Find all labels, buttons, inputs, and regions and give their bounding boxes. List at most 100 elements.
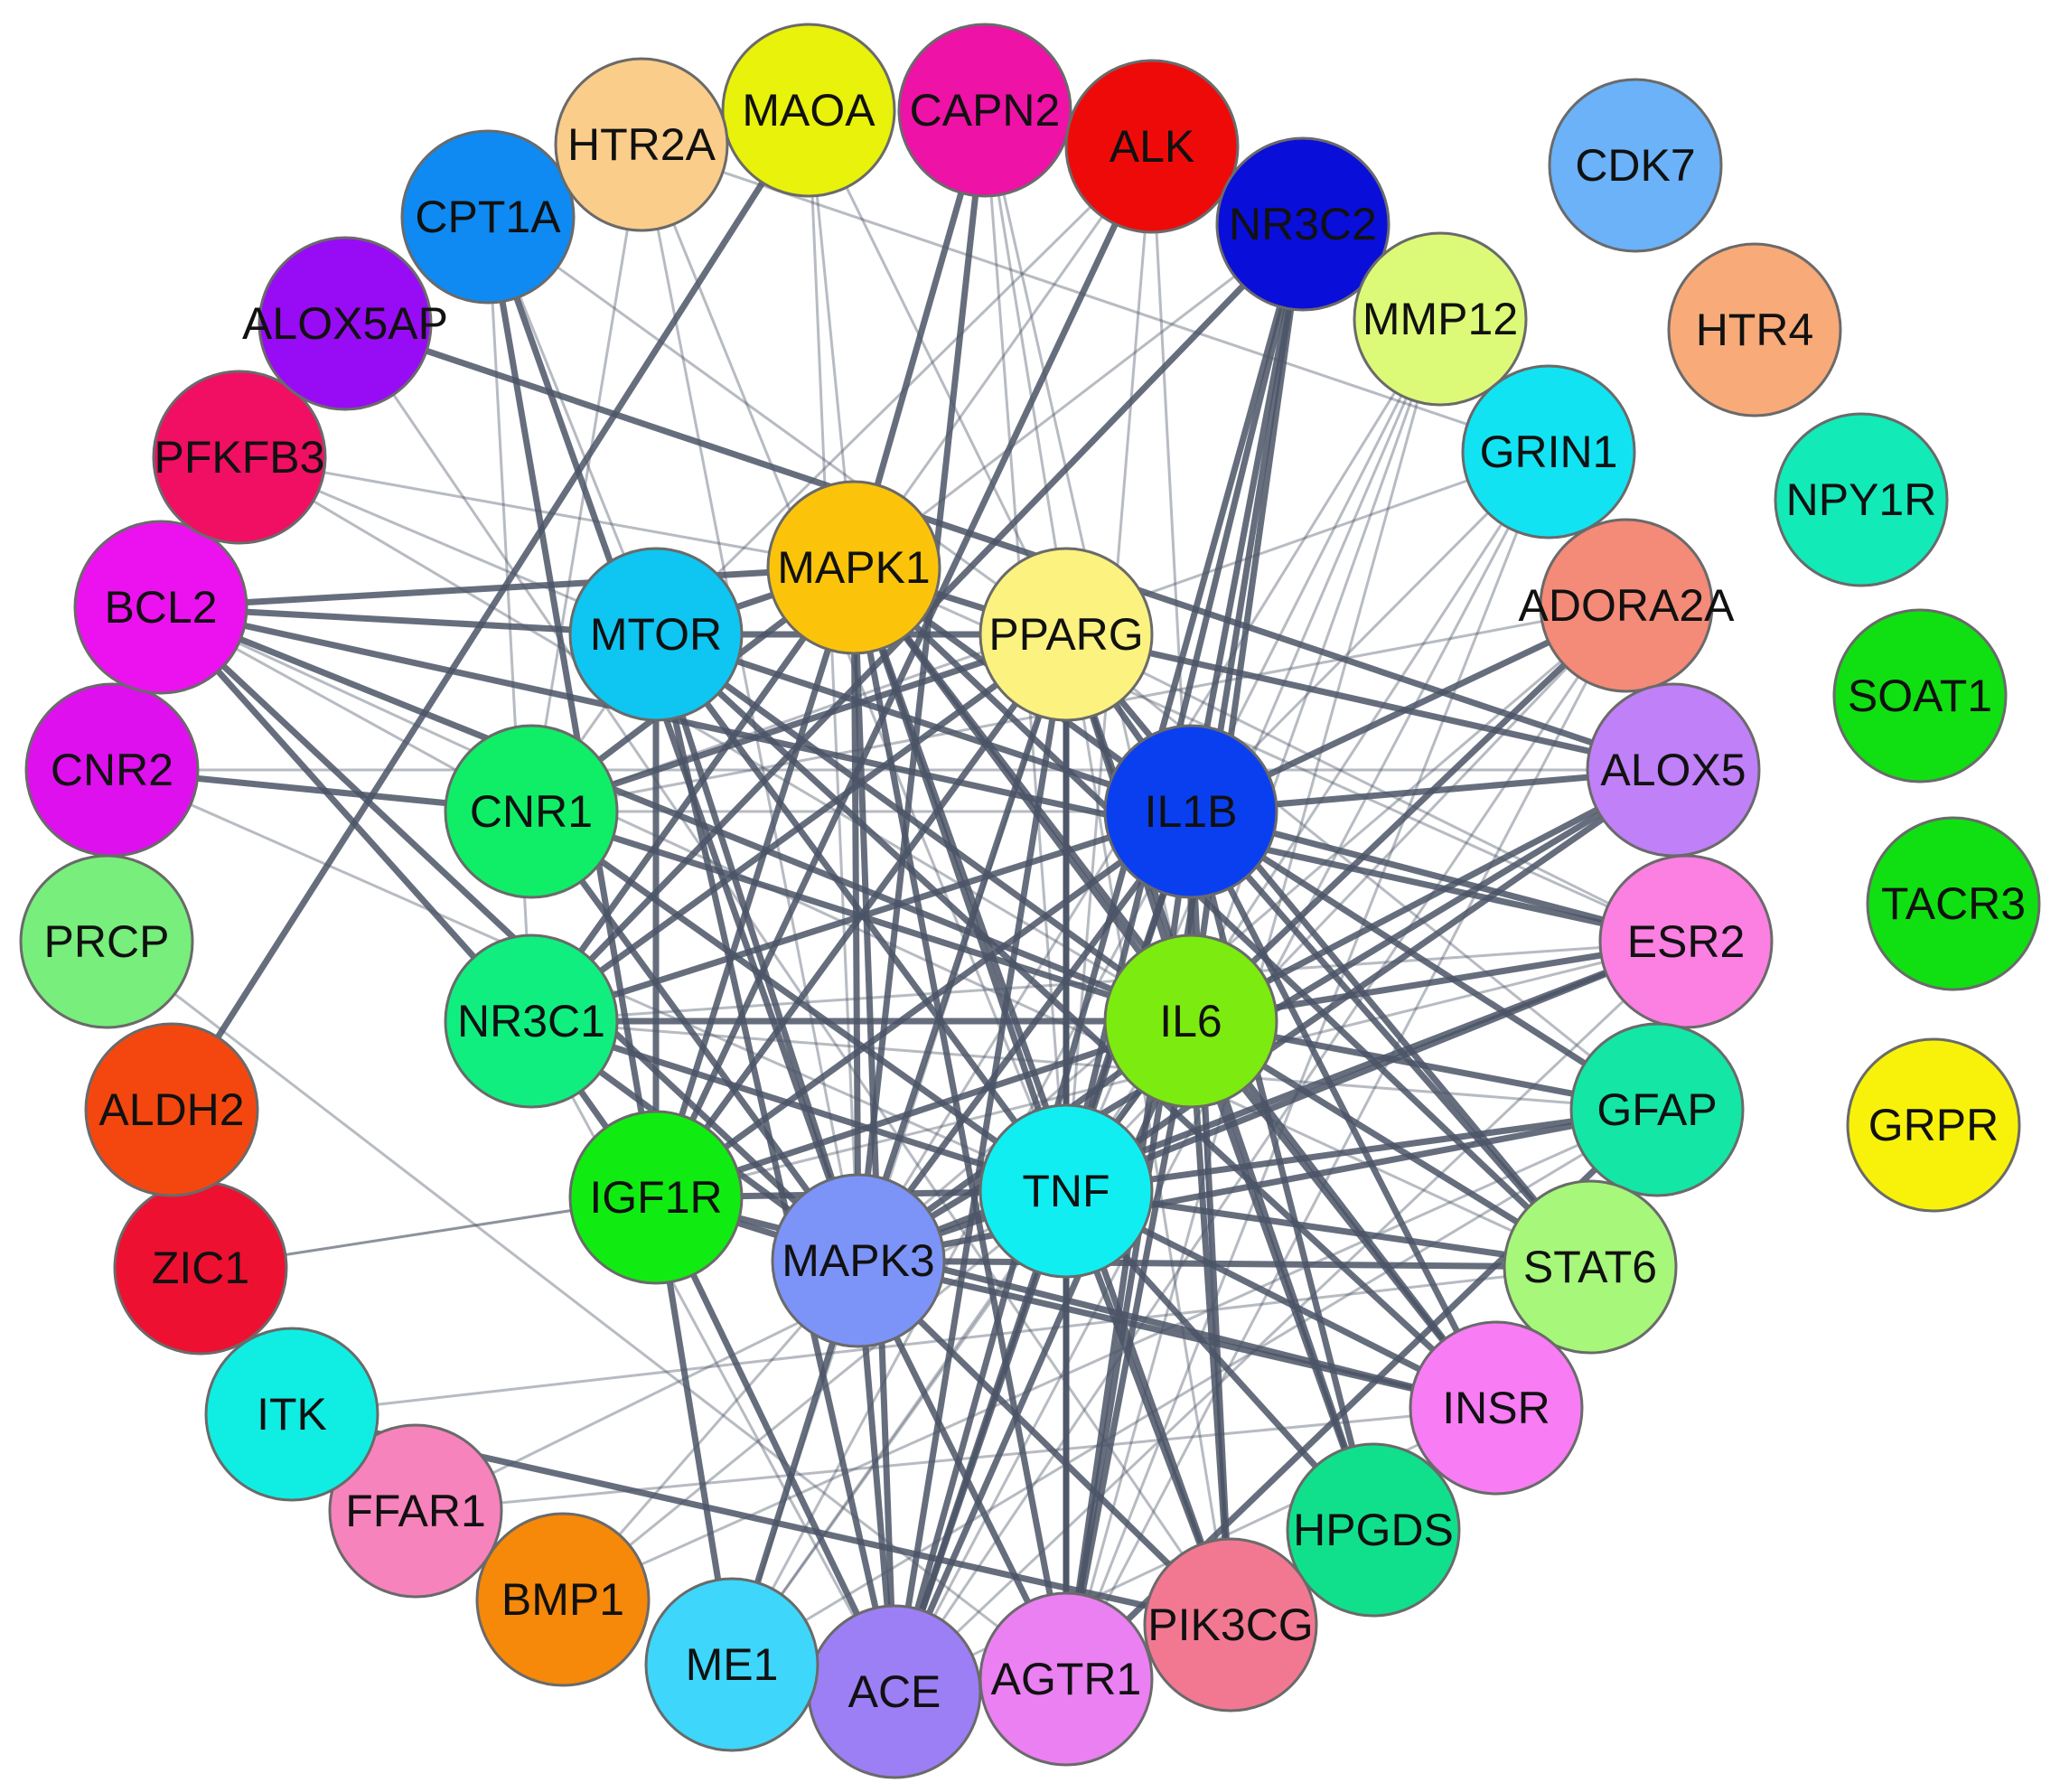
node-circle[interactable] (1569, 1022, 1745, 1197)
node-ace[interactable]: ACE (807, 1604, 982, 1779)
node-label: CAPN2 (910, 85, 1061, 136)
node-capn2[interactable]: CAPN2 (897, 23, 1072, 198)
node-label: IL1B (1145, 786, 1238, 837)
node-label: FFAR1 (345, 1486, 486, 1536)
node-mmp12[interactable]: MMP12 (1353, 231, 1528, 407)
node-circle[interactable] (978, 547, 1154, 722)
node-agtr1[interactable]: AGTR1 (978, 1591, 1154, 1767)
node-circle[interactable] (1064, 59, 1240, 234)
node-grpr[interactable]: GRPR (1846, 1037, 2021, 1213)
node-tnf[interactable]: TNF (978, 1103, 1154, 1279)
node-circle[interactable] (204, 1327, 379, 1502)
node-insr[interactable]: INSR (1409, 1320, 1584, 1496)
edge-grin1-agtr1 (1064, 450, 1550, 1681)
node-circle[interactable] (258, 236, 433, 411)
node-bcl2[interactable]: BCL2 (73, 520, 248, 695)
node-circle[interactable] (400, 129, 576, 305)
node-circle[interactable] (328, 1423, 503, 1599)
node-circle[interactable] (444, 724, 619, 899)
node-pfkfb3[interactable]: PFKFB3 (152, 370, 327, 545)
node-circle[interactable] (1548, 78, 1723, 253)
edge-pparg-nr3c1 (528, 631, 1070, 1025)
node-tacr3[interactable]: TACR3 (1866, 816, 2041, 991)
node-circle[interactable] (1539, 518, 1714, 693)
node-circle[interactable] (644, 1577, 819, 1752)
node-htr4[interactable]: HTR4 (1667, 242, 1842, 418)
node-circle[interactable] (73, 520, 248, 695)
node-label: IGF1R (589, 1172, 722, 1223)
node-circle[interactable] (978, 1103, 1154, 1279)
node-pik3cg[interactable]: PIK3CG (1143, 1537, 1318, 1712)
node-maoa[interactable]: MAOA (721, 23, 896, 198)
edge-adora2a-agtr1 (1064, 604, 1628, 1681)
node-grin1[interactable]: GRIN1 (1461, 364, 1636, 539)
node-alox5ap[interactable]: ALOX5AP (242, 236, 448, 411)
node-cnr1[interactable]: CNR1 (444, 724, 619, 899)
node-alk[interactable]: ALK (1064, 59, 1240, 234)
node-mapk1[interactable]: MAPK1 (766, 480, 941, 655)
node-mtor[interactable]: MTOR (568, 547, 744, 722)
node-adora2a[interactable]: ADORA2A (1519, 518, 1736, 693)
node-circle[interactable] (444, 934, 619, 1109)
node-itk[interactable]: ITK (204, 1327, 379, 1502)
node-circle[interactable] (1409, 1320, 1584, 1496)
node-circle[interactable] (1286, 1442, 1461, 1618)
node-circle[interactable] (1103, 724, 1278, 899)
node-me1[interactable]: ME1 (644, 1577, 819, 1752)
node-circle[interactable] (24, 682, 200, 858)
edge-me1-gfap (730, 1108, 1659, 1666)
node-circle[interactable] (568, 1110, 744, 1285)
node-bmp1[interactable]: BMP1 (475, 1512, 651, 1687)
node-circle[interactable] (554, 57, 729, 232)
node-circle[interactable] (568, 547, 744, 722)
node-label: ADORA2A (1519, 580, 1736, 631)
edge-mapk3-adora2a (857, 604, 1628, 1262)
node-hpgds[interactable]: HPGDS (1286, 1442, 1461, 1618)
node-mapk3[interactable]: MAPK3 (771, 1173, 946, 1348)
node-il6[interactable]: IL6 (1103, 934, 1278, 1109)
node-ffar1[interactable]: FFAR1 (328, 1423, 503, 1599)
node-circle[interactable] (1353, 231, 1528, 407)
node-soat1[interactable]: SOAT1 (1832, 608, 2008, 783)
node-circle[interactable] (152, 370, 327, 545)
node-il1b[interactable]: IL1B (1103, 724, 1278, 899)
edge-il1b-nr3c1 (528, 808, 1194, 1025)
node-circle[interactable] (1846, 1037, 2021, 1213)
node-nr3c1[interactable]: NR3C1 (444, 934, 619, 1109)
node-npy1r[interactable]: NPY1R (1774, 412, 1949, 587)
node-alox5[interactable]: ALOX5 (1586, 682, 1761, 858)
node-nr3c2[interactable]: NR3C2 (1215, 136, 1390, 312)
node-aldh2[interactable]: ALDH2 (84, 1022, 259, 1197)
node-prcp[interactable]: PRCP (19, 854, 194, 1029)
node-pparg[interactable]: PPARG (978, 547, 1154, 722)
node-label: IL6 (1159, 996, 1222, 1046)
node-label: ALK (1110, 121, 1195, 172)
node-circle[interactable] (475, 1512, 651, 1687)
node-circle[interactable] (1667, 242, 1842, 418)
node-circle[interactable] (1866, 816, 2041, 991)
node-zic1[interactable]: ZIC1 (113, 1180, 288, 1356)
node-circle[interactable] (84, 1022, 259, 1197)
node-cnr2[interactable]: CNR2 (24, 682, 200, 858)
node-circle[interactable] (897, 23, 1072, 198)
node-circle[interactable] (1503, 1179, 1678, 1355)
node-htr2a[interactable]: HTR2A (554, 57, 729, 232)
node-circle[interactable] (1215, 136, 1390, 312)
node-esr2[interactable]: ESR2 (1598, 854, 1774, 1029)
node-gfap[interactable]: GFAP (1569, 1022, 1745, 1197)
node-igf1r[interactable]: IGF1R (568, 1110, 744, 1285)
node-label: ALOX5 (1600, 745, 1746, 795)
node-cpt1a[interactable]: CPT1A (400, 129, 576, 305)
node-cdk7[interactable]: CDK7 (1548, 78, 1723, 253)
node-circle[interactable] (1143, 1537, 1318, 1712)
node-circle[interactable] (766, 480, 941, 655)
node-circle[interactable] (1103, 934, 1278, 1109)
node-label: CDK7 (1575, 140, 1695, 191)
node-circle[interactable] (1774, 412, 1949, 587)
node-stat6[interactable]: STAT6 (1503, 1179, 1678, 1355)
node-circle[interactable] (771, 1173, 946, 1348)
node-circle[interactable] (1461, 364, 1636, 539)
node-circle[interactable] (1832, 608, 2008, 783)
node-circle[interactable] (721, 23, 896, 198)
node-label: STAT6 (1523, 1242, 1657, 1292)
